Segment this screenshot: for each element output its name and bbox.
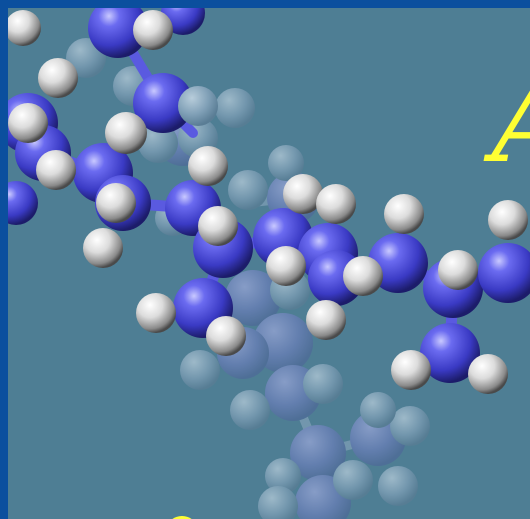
faded-chain <box>66 38 430 519</box>
slide-headline: A <box>492 70 530 178</box>
foreground-chain <box>8 93 530 394</box>
molecule-illustration <box>8 8 530 519</box>
upper-left-cluster <box>8 8 218 138</box>
